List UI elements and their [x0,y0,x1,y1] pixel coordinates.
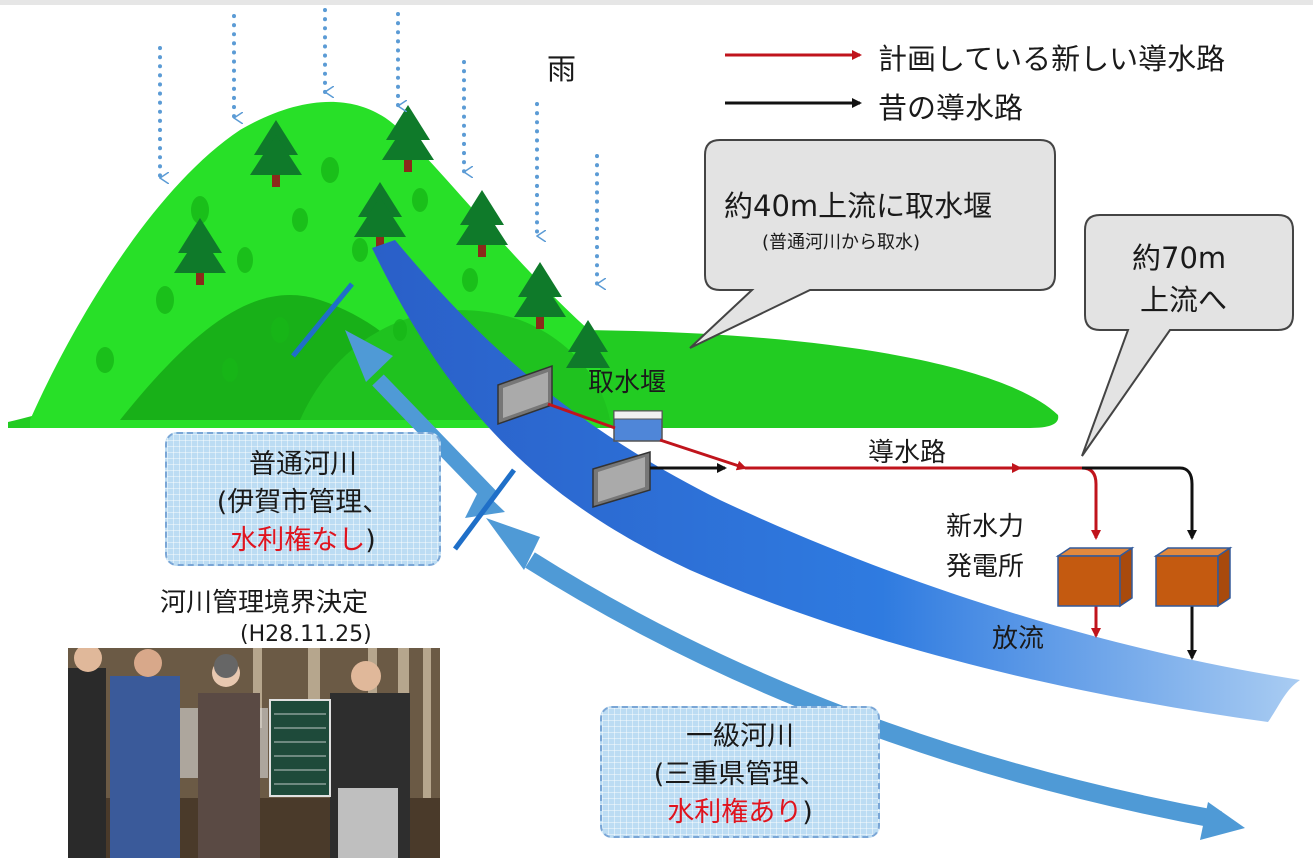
rain [158,8,597,284]
person-figure [68,648,106,858]
tree-icon [354,182,406,249]
class-one-river-close: ) [802,797,813,828]
legend-old-label: 昔の導水路 [878,91,1024,125]
discharge-label: 放流 [992,624,1045,654]
class-one-river-rights-line: 水利権あり) [602,794,878,832]
boundary-line [291,282,354,358]
ordinary-river-title: 普通河川 [249,449,357,480]
chalkboard [269,699,331,797]
river [372,240,1300,722]
tree-icon [514,262,566,329]
ordinary-river-close: ) [365,525,376,556]
tree-icon [566,320,610,368]
rain-label: 雨 [547,52,577,86]
conduit-label: 導水路 [868,438,947,468]
intake-weir-label: 取水堰 [588,368,667,398]
class-one-river-manager: (三重県管理、 [653,759,827,790]
weir-gate-icon [592,450,651,509]
ordinary-river-box: 普通河川 (伊賀市管理、 水利権なし) [165,432,441,566]
old-conduit [650,463,1197,660]
tree-icon [174,218,226,285]
weir-gate-icon [497,364,553,426]
boundary-line [452,468,517,551]
power-station-label-2: 発電所 [946,552,1025,582]
building-icon [1153,546,1233,608]
tree-icon [382,105,434,172]
person-figure [198,654,260,858]
site-photo [68,648,440,858]
top-bar [0,0,1313,5]
ordinary-river-rights: 水利権なし [230,525,366,556]
boundary-decision-label: 河川管理境界決定 [160,588,369,618]
callout-upstream-bubble [1081,214,1294,457]
settling-basin [613,410,663,442]
ordinary-river-manager: (伊賀市管理、 [216,487,390,518]
trees [174,105,610,368]
person-figure [330,661,410,858]
tree-icon [456,190,508,257]
class-one-river-rights: 水利権あり [667,797,803,828]
legend-planned-label: 計画している新しい導水路 [878,42,1226,76]
class-one-river-title: 一級河川 [686,721,794,752]
boundary-date-label: (H28.11.25) [240,622,372,647]
class-one-river-box: 一級河川 (三重県管理、 水利権あり) [600,706,880,838]
callout-weir-sub: (普通河川から取水) [762,232,921,253]
building-icon [1055,546,1135,608]
callout-upstream-1: 約70m [1132,241,1227,275]
tree-icon [250,120,302,187]
ordinary-river-rights-line: 水利権なし) [167,522,439,560]
power-station-label-1: 新水力 [946,512,1025,542]
person-figure [110,649,180,858]
callout-weir-bubble [689,139,1056,349]
callout-upstream-2: 上流へ [1140,283,1228,317]
callout-weir-main: 約40m上流に取水堰 [724,189,993,223]
